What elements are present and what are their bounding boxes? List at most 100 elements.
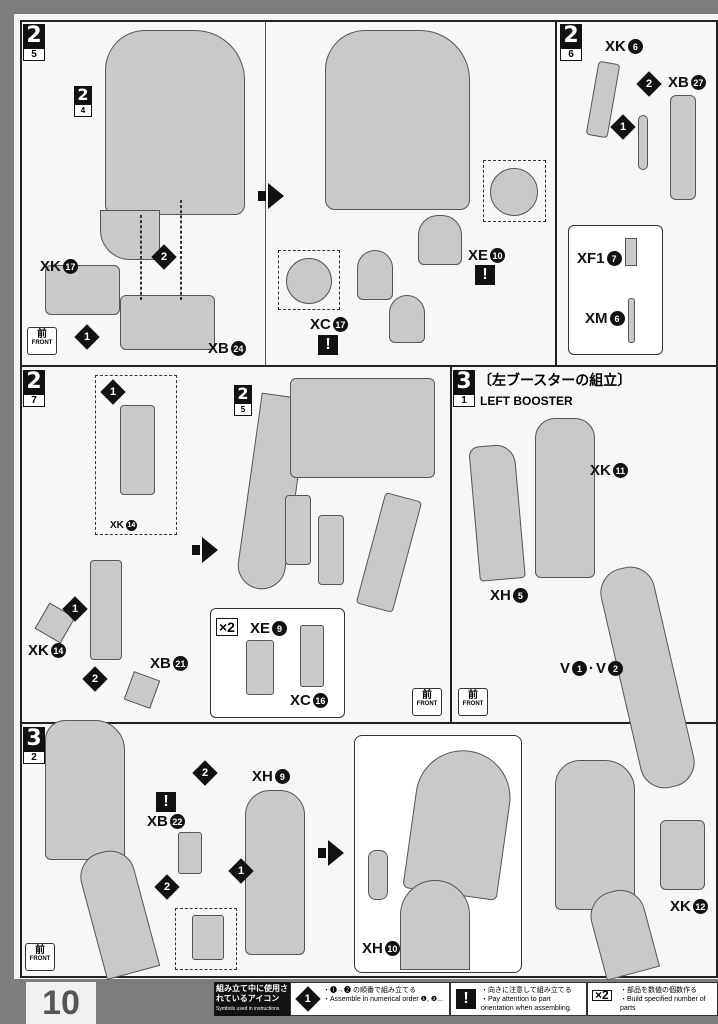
order-step-number: 1 xyxy=(237,865,245,877)
part-code: XB xyxy=(208,340,229,357)
part-code: XM xyxy=(585,310,608,327)
part-code: XE xyxy=(468,247,489,264)
legend-warning: ! ・向きに注意して組み立てる ・Pay attention to part o… xyxy=(450,982,587,1016)
assembly-guide-line xyxy=(180,200,182,300)
xm-part-drawing xyxy=(628,298,635,343)
torso-part-drawing xyxy=(105,30,245,215)
order-step-number: 2 xyxy=(91,673,99,685)
part-number-badge: 21 xyxy=(172,656,188,671)
legend-title-jp: 組み立て中に使用されているアイコン xyxy=(216,984,288,1003)
xk12-part-drawing xyxy=(660,820,705,890)
part-number-badge: 6 xyxy=(627,39,643,54)
detail-view-box xyxy=(175,908,237,970)
next-arrow-icon xyxy=(318,840,344,866)
orientation-warning-icon: ! xyxy=(475,265,495,285)
legend-warning-jp: ・向きに注意して組み立てる xyxy=(481,987,572,994)
order-step-number: 1 xyxy=(304,992,312,1005)
xh9-part-drawing xyxy=(245,790,305,955)
nozzle-part-drawing xyxy=(357,250,393,300)
xc16-part-drawing xyxy=(300,625,324,687)
front-label: FRONT xyxy=(462,701,484,707)
legend-multiplier: ×2 ・部品を数値の個数作る ・Build specified number o… xyxy=(587,982,718,1016)
nozzle-detail-drawing xyxy=(286,258,332,304)
front-kanji: 前 xyxy=(35,945,45,956)
part-code: XK xyxy=(40,258,61,275)
next-arrow-icon xyxy=(258,183,284,209)
rod-part-drawing xyxy=(638,115,648,170)
xb24-part-drawing xyxy=(120,295,215,350)
xb22-part-drawing xyxy=(178,832,202,874)
order-step-number: 2 xyxy=(201,767,209,779)
nozzle-part-drawing xyxy=(285,495,311,565)
part-number-badge: 9 xyxy=(274,769,290,784)
part-number-badge: 7 xyxy=(606,251,622,266)
part-code: XC xyxy=(310,316,331,333)
part-number-badge: 17 xyxy=(62,259,78,274)
part-code: XH xyxy=(490,587,511,604)
part-number-badge: 22 xyxy=(169,814,185,829)
order-step-number: 1 xyxy=(619,121,627,133)
legend-order-jp: ・❶→❷ の順番で組み立てる xyxy=(323,987,416,994)
part-number-badge: 11 xyxy=(612,463,628,478)
booster-tube-drawing xyxy=(400,880,470,970)
order-step-number: 1 xyxy=(71,603,79,615)
part-code: XC xyxy=(290,692,311,709)
front-kanji: 前 xyxy=(37,329,47,340)
torso-part-drawing xyxy=(290,378,435,478)
order-step-number: 2 xyxy=(645,78,653,90)
detail-callout-box xyxy=(568,225,663,355)
xe9-part-drawing xyxy=(246,640,274,695)
nozzle-detail-drawing xyxy=(490,168,538,216)
order-step-number: 1 xyxy=(109,386,117,398)
part-number-badge: 6 xyxy=(609,311,625,326)
xb21-part-drawing xyxy=(90,560,122,660)
part-number-badge: 16 xyxy=(312,693,328,708)
legend-order: 1 ・❶→❷ の順番で組み立てる ・Assemble in numerical … xyxy=(290,982,450,1016)
detail-view-box xyxy=(483,160,546,222)
booster-body-drawing xyxy=(45,720,125,860)
front-label: FRONT xyxy=(29,956,51,962)
part-number-badge: 27 xyxy=(690,75,706,90)
legend-multiplier-en: ・Build specified number of parts xyxy=(620,996,706,1012)
xb27-part-drawing xyxy=(670,95,696,200)
xk17-part-drawing xyxy=(45,265,120,315)
legend-multiplier-jp: ・部品を数値の個数作る xyxy=(620,987,697,994)
separator-dot: · xyxy=(589,660,595,677)
part-number-badge: 17 xyxy=(332,317,348,332)
nozzle-part-drawing xyxy=(389,295,425,343)
next-arrow-icon xyxy=(192,537,218,563)
part-number-badge: 9 xyxy=(272,621,288,636)
part-number-badge: 5 xyxy=(512,588,528,603)
assembly-guide-line xyxy=(140,215,142,300)
xh10-part-drawing xyxy=(368,850,388,900)
part-code: XB xyxy=(150,655,171,672)
xk11-part-drawing xyxy=(535,418,595,578)
multiplier-icon: ×2 xyxy=(592,989,612,1001)
part-code: XK xyxy=(605,38,626,55)
torso-part-drawing xyxy=(325,30,470,210)
part-code: XK xyxy=(28,642,49,659)
nozzle-part-drawing xyxy=(418,215,462,265)
orientation-warning-icon: ! xyxy=(156,792,176,812)
